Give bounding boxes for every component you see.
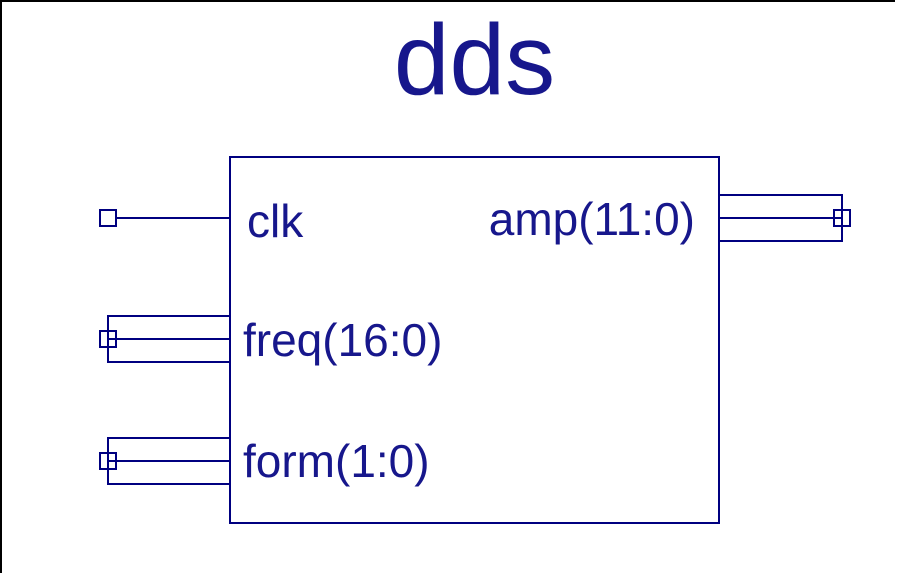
symbol-title: dds <box>393 4 556 116</box>
form-port-label: form(1:0) <box>243 435 430 487</box>
clk-port-label: clk <box>247 195 304 247</box>
amp-pin-square[interactable] <box>833 209 851 227</box>
form-bus-centerline <box>107 460 231 462</box>
clk-pin-square[interactable] <box>99 209 117 227</box>
freq-bus-centerline <box>107 338 231 340</box>
window-frame-left <box>0 0 2 573</box>
amp-bus-centerline <box>720 217 843 219</box>
clk-wire[interactable] <box>115 217 229 219</box>
form-pin-square[interactable] <box>99 452 117 470</box>
freq-port-label: freq(16:0) <box>243 314 443 366</box>
amp-port-label: amp(11:0) <box>488 193 695 245</box>
freq-pin-square[interactable] <box>99 330 117 348</box>
window-frame-top <box>0 0 895 2</box>
